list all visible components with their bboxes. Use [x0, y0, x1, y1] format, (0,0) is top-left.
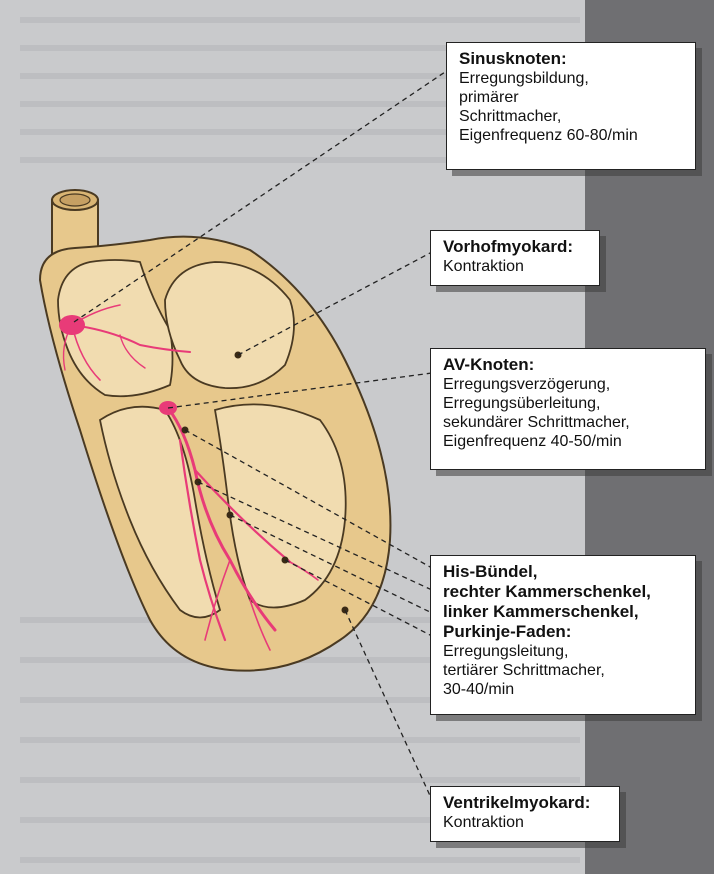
right-bundle-title: rechter Kammerschenkel, [443, 582, 685, 602]
his-bundle-line: Erregungsleitung, [443, 642, 685, 661]
atrial-myocardium-label: Vorhofmyokard: Kontraktion [430, 230, 600, 286]
atrial-myocardium-title: Vorhofmyokard: [443, 237, 589, 257]
av-node-line: Eigenfrequenz 40-50/min [443, 432, 695, 451]
av-node-title: AV-Knoten: [443, 355, 695, 375]
his-bundle-title: His-Bündel, [443, 562, 685, 582]
his-bundle-line: 30-40/min [443, 680, 685, 699]
sinus-node-line: Schrittmacher, [459, 107, 685, 126]
av-node-label: AV-Knoten: Erregungsverzögerung, Erregun… [430, 348, 706, 470]
av-node-line: Erregungsüberleitung, [443, 394, 695, 413]
ventricular-myocardium-line: Kontraktion [443, 813, 609, 832]
atrial-myocardium-line: Kontraktion [443, 257, 589, 276]
his-bundle-label: His-Bündel, rechter Kammerschenkel, link… [430, 555, 696, 715]
purkinje-title: Purkinje-Faden: [443, 622, 685, 642]
sinus-node-label: Sinusknoten: Erregungsbildung, primärer … [446, 42, 696, 170]
sinus-node-line: primärer [459, 88, 685, 107]
left-bundle-title: linker Kammerschenkel, [443, 602, 685, 622]
sinus-node-line: Erregungsbildung, [459, 69, 685, 88]
his-bundle-line: tertiärer Schrittmacher, [443, 661, 685, 680]
ventricular-myocardium-title: Ventrikelmyokard: [443, 793, 609, 813]
av-node-line: sekundärer Schrittmacher, [443, 413, 695, 432]
sinus-node-line: Eigenfrequenz 60-80/min [459, 126, 685, 145]
ventricular-myocardium-label: Ventrikelmyokard: Kontraktion [430, 786, 620, 842]
av-node-line: Erregungsverzögerung, [443, 375, 695, 394]
sinus-node-title: Sinusknoten: [459, 49, 685, 69]
sinus-node [59, 315, 85, 335]
